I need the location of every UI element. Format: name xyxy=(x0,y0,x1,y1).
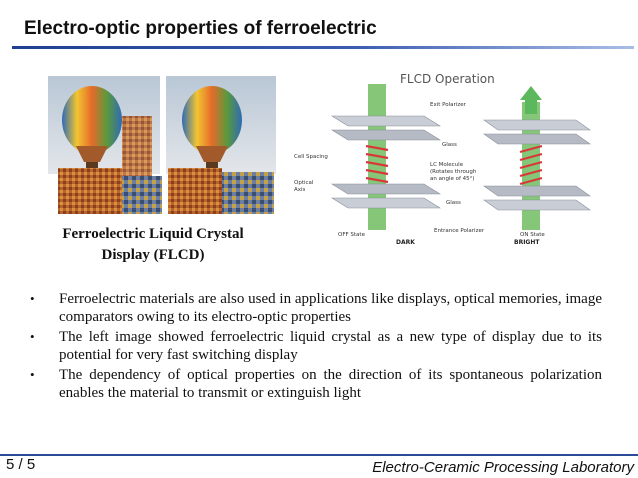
off-glass-bottom xyxy=(330,183,442,195)
label-glass-top: Glass xyxy=(442,142,457,148)
label-lc-molecule-2: (Rotates through xyxy=(430,169,477,175)
bullet-item: • The dependency of optical properties o… xyxy=(30,366,602,402)
flcd-balloon-image xyxy=(48,76,276,214)
label-glass-bottom: Glass xyxy=(446,200,461,206)
bullet-symbol: • xyxy=(30,329,35,344)
on-lc-molecules xyxy=(519,144,543,186)
bullet-text: Ferroelectric materials are also used in… xyxy=(59,291,602,325)
bullet-symbol: • xyxy=(30,291,35,306)
label-exit-polarizer: Exit Polarizer xyxy=(430,102,467,108)
lab-name: Electro-Ceramic Processing Laboratory xyxy=(372,459,634,476)
off-glass-top xyxy=(330,129,442,141)
label-bright: BRIGHT xyxy=(514,239,540,246)
caption-line-1: Ferroelectric Liquid Crystal xyxy=(62,226,244,242)
on-exit-polarizer xyxy=(483,119,591,131)
flcd-caption: Ferroelectric Liquid Crystal Display (FL… xyxy=(48,224,258,266)
on-output-arrow xyxy=(520,86,542,114)
label-on-state: ON State xyxy=(520,232,545,238)
on-state-stack xyxy=(483,86,591,230)
label-entrance-polarizer: Entrance Polarizer xyxy=(434,228,485,234)
flcd-operation-diagram: FLCD Operation xyxy=(284,66,604,254)
label-off-state: OFF State xyxy=(338,232,366,238)
caption-line-2: Display (FLCD) xyxy=(101,247,205,263)
bullet-symbol: • xyxy=(30,367,35,382)
off-lc-molecules xyxy=(365,144,389,184)
bullet-text: The left image showed ferroelectric liqu… xyxy=(59,329,602,363)
on-glass-bottom xyxy=(483,185,591,197)
footer-rule xyxy=(0,454,638,456)
bullet-text: The dependency of optical properties on … xyxy=(59,367,602,401)
off-exit-polarizer xyxy=(330,115,442,127)
bullet-list: • Ferroelectric materials are also used … xyxy=(30,290,602,404)
on-entrance-polarizer xyxy=(483,199,591,211)
label-cell-spacing: Cell Spacing xyxy=(294,154,328,160)
label-optical-axis-1: Optical xyxy=(294,180,314,186)
label-dark: DARK xyxy=(396,239,415,246)
label-lc-molecule-1: LC Molecule xyxy=(430,162,464,168)
title-underline xyxy=(12,46,634,49)
off-state-stack xyxy=(330,84,442,230)
balloon-shape xyxy=(62,86,122,154)
label-lc-molecule-3: an angle of 45°) xyxy=(430,176,475,182)
label-optical-axis-2: Axis xyxy=(294,187,306,193)
page-number: 5 / 5 xyxy=(6,456,36,473)
on-glass-top xyxy=(483,133,591,145)
bullet-item: • Ferroelectric materials are also used … xyxy=(30,290,602,326)
bullet-item: • The left image showed ferroelectric li… xyxy=(30,328,602,364)
slide-title: Electro-optic properties of ferroelectri… xyxy=(24,18,377,39)
off-entrance-polarizer xyxy=(330,197,442,209)
diagram-title: FLCD Operation xyxy=(400,72,495,86)
